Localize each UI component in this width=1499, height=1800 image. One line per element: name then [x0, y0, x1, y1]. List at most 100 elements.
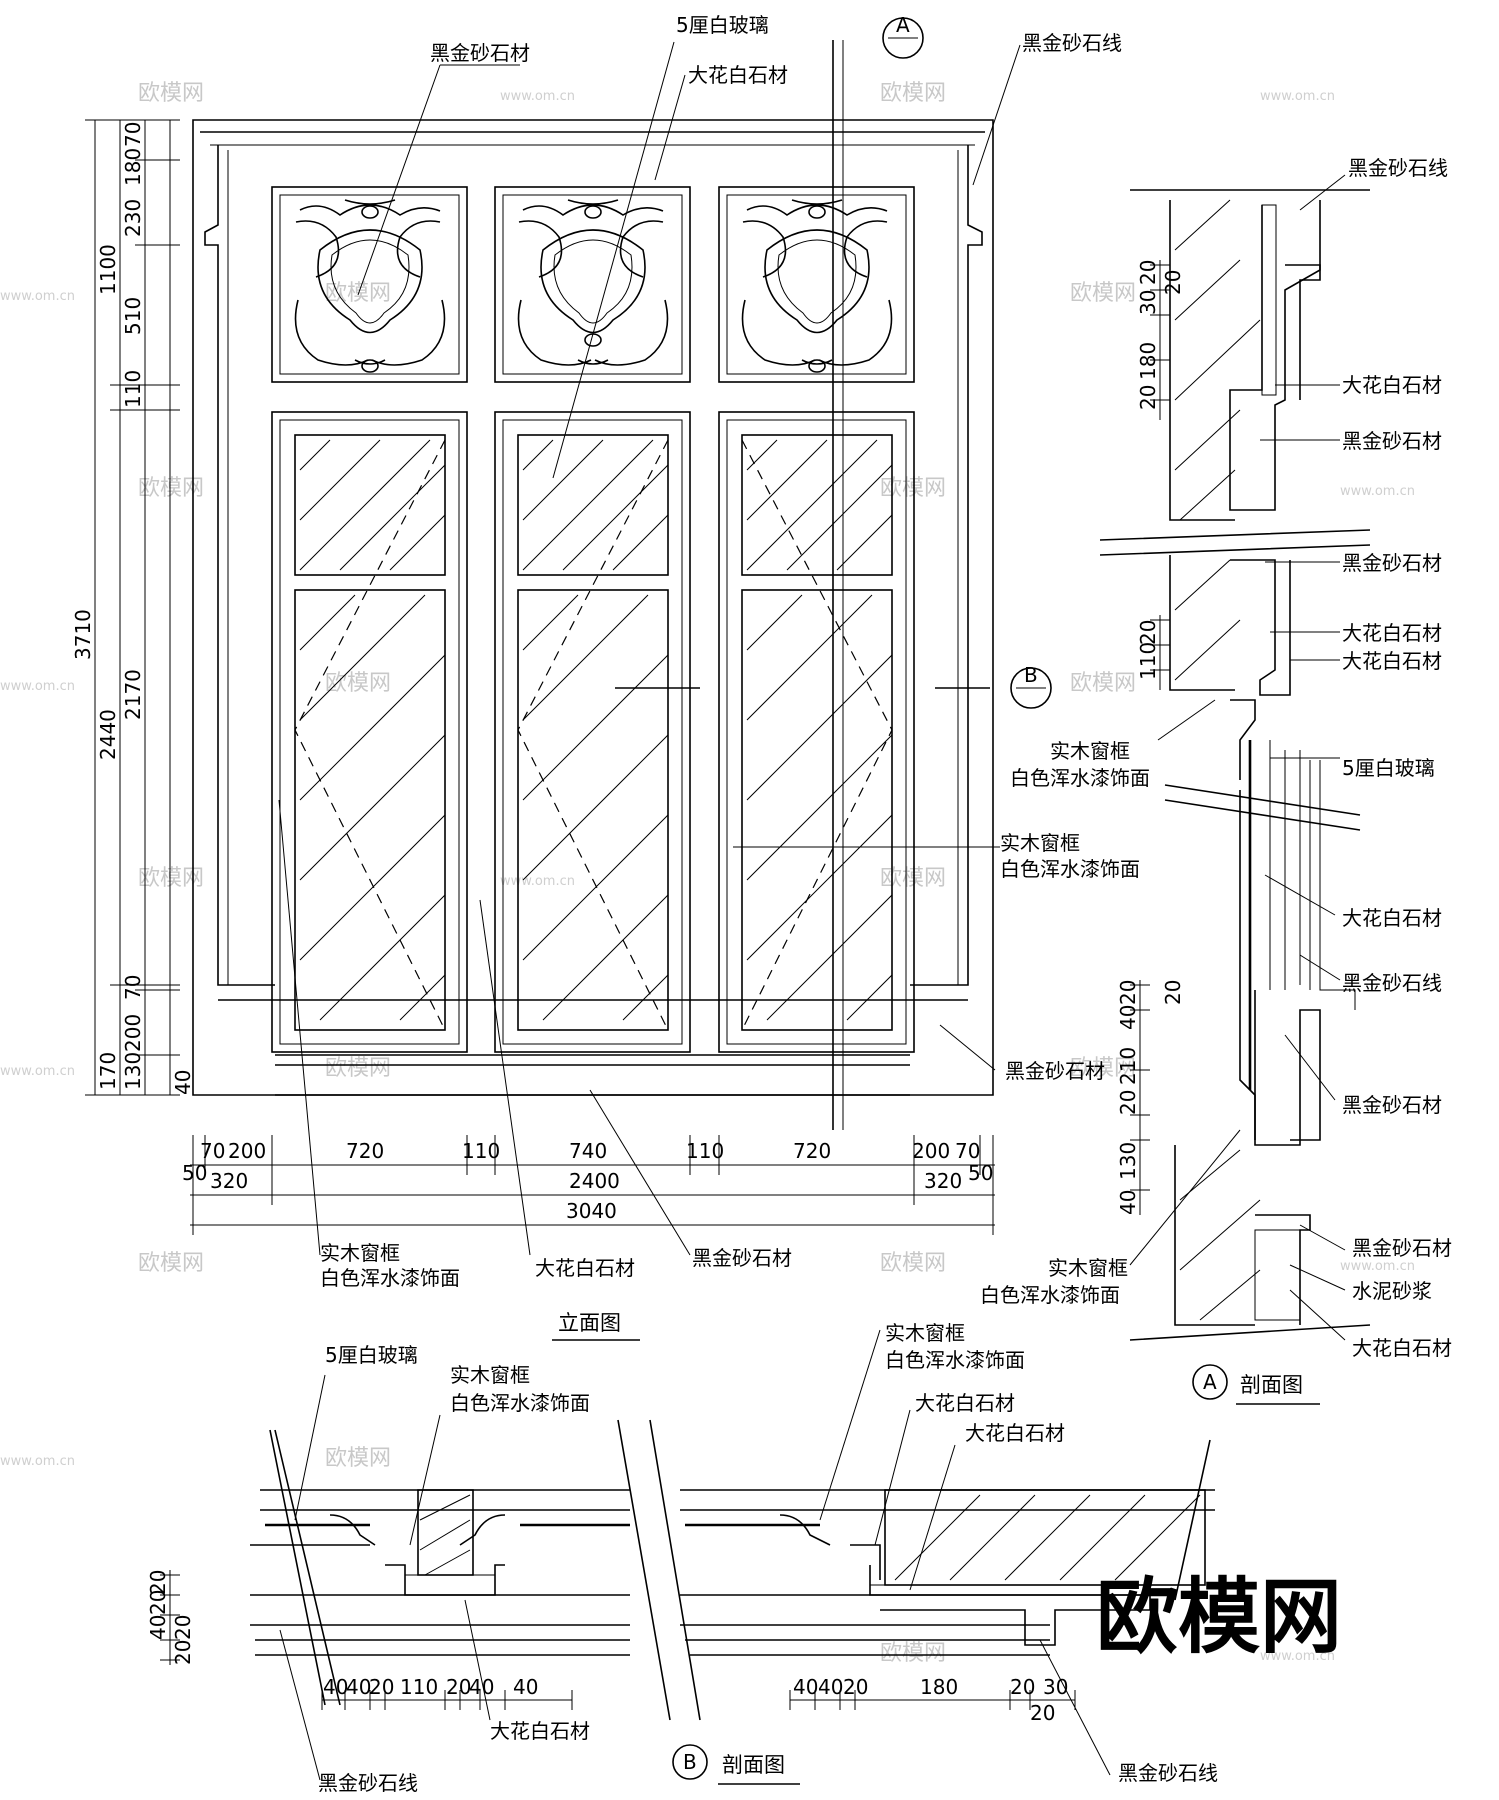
window-left-outer [271, 411, 468, 1053]
dim-110-left: 110 [462, 1139, 500, 1163]
dim-b-right: 40 [818, 1675, 843, 1699]
label-a: 大花白石材 [1342, 649, 1442, 673]
section-b-marker [1010, 667, 1052, 709]
dim-b-right-sub: 20 [1030, 1701, 1055, 1725]
window-center-outer [494, 411, 691, 1053]
dim-a-mid: 110 [1136, 642, 1160, 680]
label-a: 大花白石材 [1342, 906, 1442, 930]
dim-110: 110 [121, 370, 145, 408]
mullion [417, 1489, 474, 1576]
dim-3040: 3040 [566, 1199, 617, 1223]
dim-b-right: 20 [1010, 1675, 1035, 1699]
label-b-line-right: 黑金砂石线 [1118, 1761, 1218, 1785]
dim-50-right: 50 [968, 1161, 993, 1185]
dim-b-left: 40 [323, 1675, 348, 1699]
label-b-marble-2: 大花白石材 [965, 1421, 1065, 1445]
label-a: 黑金砂石线 [1348, 156, 1448, 180]
label-frame-right-2: 白色浑水漆饰面 [1000, 857, 1140, 881]
watermark-site: www.om.cn [500, 89, 575, 104]
label-a: 大花白石材 [1342, 373, 1442, 397]
dim-b-left: 40 [513, 1675, 538, 1699]
dim-a-low: 20 [1116, 1090, 1140, 1115]
section-a-marker-label: A [896, 13, 910, 37]
section-a-labels: 黑金砂石线 大花白石材 黑金砂石材 黑金砂石材 大花白石材 大花白石材 5厘白玻… [980, 156, 1452, 1405]
vertical-dimensions: 3710 2440 1100 2170 170 130 40 180 70 23… [71, 119, 195, 1096]
watermark-brand: 欧模网 [325, 1446, 391, 1471]
dim-a-top-side: 20 [1161, 270, 1185, 295]
label-b-marble-bottom: 大花白石材 [490, 1719, 590, 1743]
dim-a-low-side: 20 [1161, 980, 1185, 1005]
dim-a-top: 20 [1136, 260, 1160, 285]
watermark-brand: 欧模网 [880, 1641, 946, 1666]
section-b-view: 20 20 40 20 20 40 40 20 110 20 40 40 40 … [146, 1321, 1218, 1795]
dim-a-low: 210 [1116, 1047, 1140, 1085]
dim-70-left: 70 [200, 1139, 225, 1163]
ornament-panel-right [718, 186, 915, 383]
stone-lining-upper [1229, 200, 1321, 511]
label-stone: 黑金砂石材 [430, 41, 530, 65]
dim-200-right: 200 [912, 1139, 950, 1163]
dim-180: 180 [121, 148, 145, 186]
dim-200: 200 [121, 1014, 145, 1052]
window-right-glass-upper [741, 434, 893, 576]
dim-740: 740 [569, 1139, 607, 1163]
section-a-view: 20 30 180 20 20 20 110 20 40 210 20 130 … [980, 156, 1452, 1405]
scroll-ornament [294, 199, 446, 373]
ornament-panel-left [271, 186, 468, 383]
watermark-brand: 欧模网 [880, 81, 946, 106]
label-stone-bottom: 黑金砂石材 [1005, 1059, 1105, 1083]
window-right-outer [718, 411, 915, 1053]
dim-510: 510 [121, 297, 145, 335]
label-frame-bottom-2: 白色浑水漆饰面 [320, 1266, 460, 1290]
window-center-glass-lower [517, 589, 669, 1031]
dim-70: 70 [121, 122, 145, 147]
mullion-base [385, 1564, 505, 1596]
label-line: 黑金砂石线 [1022, 31, 1122, 55]
outer-frame [192, 119, 994, 1096]
watermark-brand: 欧模网 [138, 866, 204, 891]
label-b-marble-1: 大花白石材 [915, 1391, 1015, 1415]
sill-stone [1254, 990, 1321, 1146]
horizontal-dimensions: 70 200 720 110 740 110 720 200 70 50 320… [182, 1135, 995, 1235]
watermark-brand: 欧模网 [138, 476, 204, 501]
wall-upper [1169, 200, 1235, 521]
label-stone-bottom-2: 黑金砂石材 [692, 1246, 792, 1270]
label-marble-bottom: 大花白石材 [535, 1256, 635, 1280]
section-a-title: 剖面图 [1240, 1373, 1303, 1397]
section-b-title-mark: B [683, 1750, 697, 1774]
watermark-brand: 欧模网 [1070, 281, 1136, 306]
watermark-brand: 欧模网 [138, 1251, 204, 1276]
stepped-surround [204, 145, 983, 986]
watermark-brand: 欧模网 [880, 1251, 946, 1276]
dim-b-right: 20 [843, 1675, 868, 1699]
dim-2170: 2170 [121, 669, 145, 720]
elevation-labels: 黑金砂石材 5厘白玻璃 大花白石材 黑金砂石线 实木窗框 白色浑水漆饰面 黑金砂… [278, 13, 1140, 1341]
label-b-frame-r-2: 白色浑水漆饰面 [885, 1348, 1025, 1372]
dim-170: 170 [96, 1052, 120, 1090]
base-band [218, 999, 968, 1096]
window-right-glass-lower [741, 589, 893, 1031]
dim-110-right: 110 [686, 1139, 724, 1163]
wall-b-hatch [894, 1494, 1201, 1581]
watermark-brand: 欧模网 [1070, 671, 1136, 696]
break-line [1099, 189, 1371, 1341]
label-glass: 5厘白玻璃 [676, 13, 769, 37]
watermark-brand: 欧模网 [325, 1056, 391, 1081]
dim-b-vert: 20 [146, 1590, 170, 1615]
dim-a-top: 20 [1136, 385, 1160, 410]
section-a-title-mark: A [1203, 1370, 1217, 1394]
watermark-site: www.om.cn [0, 1064, 75, 1079]
watermark-site: www.om.cn [0, 679, 75, 694]
scroll-ornament [741, 199, 893, 373]
label-a: 黑金砂石材 [1342, 551, 1442, 575]
cap-moulding [1285, 264, 1321, 400]
label-b-frame-l-1: 实木窗框 [450, 1363, 530, 1387]
dim-b-left: 20 [369, 1675, 394, 1699]
scroll-ornament [517, 199, 669, 366]
watermark-site: www.om.cn [1260, 89, 1335, 104]
break-line [269, 1419, 1211, 1721]
dim-a-mid: 20 [1136, 620, 1160, 645]
dim-a-low: 130 [1116, 1142, 1140, 1180]
watermark-brand: 欧模网 [325, 671, 391, 696]
